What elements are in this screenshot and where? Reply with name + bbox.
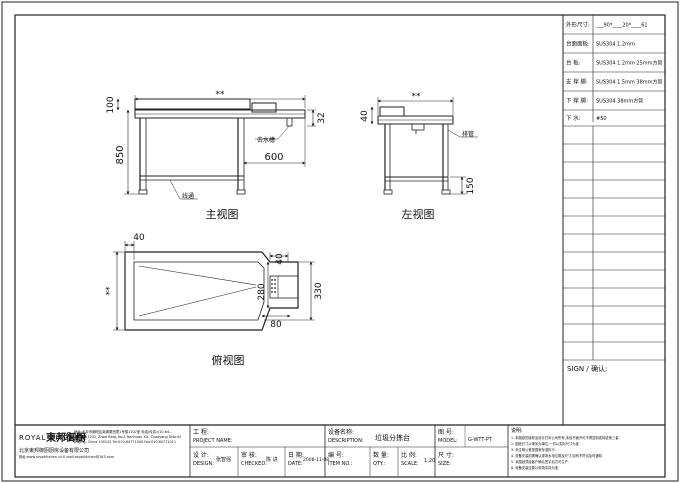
plan-dim-outlet-depth: 80 [270, 320, 282, 330]
drawing-no-label-cn: 图 号: [438, 429, 454, 436]
company-name-cn: 東邦御厨 [46, 431, 86, 444]
side-dim-backsplash: 40 [360, 110, 370, 122]
spec-label: 支 撑 脚: [566, 78, 588, 86]
plan-view-title: 俯视图 [212, 353, 245, 367]
spec-label: 下 撑 脚: [566, 97, 588, 105]
spec-label: 下 水: [566, 114, 581, 122]
spec-value: SUS304 38mm方管 [596, 98, 643, 105]
scale-label-cn: 比 例: [401, 451, 417, 459]
spec-value: ___90*____20*____61 [595, 23, 648, 29]
checked-label-cn: 审 核: [241, 451, 257, 459]
date-label-en: DATE: [288, 461, 303, 467]
spec-value: SUS304 1.5mm 38mm方管 [596, 79, 663, 86]
front-callout-frame: 线通 [182, 192, 194, 200]
description-label-en: DESCRIPTION: [328, 438, 364, 444]
spec-label: 外形尺寸: [566, 21, 590, 29]
plan-dim-outlet-height: 40 [275, 253, 285, 265]
checked-label-en: CHECKED: [241, 461, 267, 467]
size-label-en: SIZE: [438, 461, 451, 467]
project-label-en: PROJECT NAME: [193, 438, 233, 444]
contact-line: 地址:北京市朝阳区南湖渠西里1号楼1202室 电话/传真:010-64... [74, 429, 172, 434]
plan-dim-backsplash: 40 [133, 233, 145, 243]
front-callout-drain: 去水槽 [257, 136, 275, 144]
qty-label-cn: 数 量: [373, 451, 389, 459]
spec-label: 台面面板: [566, 40, 590, 48]
date-label-cn: 日 期: [288, 451, 304, 459]
front-view: ** 100 850 32 600 去水槽 线通 主视图 [106, 90, 327, 221]
front-dim-drain-offset: 600 [264, 152, 283, 163]
side-view: ** 40 150 排管 左视图 [360, 92, 478, 221]
contact-line: Beijing, China 100102 Tel:010-64771000 F… [74, 440, 176, 444]
side-view-title: 左视图 [402, 207, 435, 221]
item-label-en: ITEM NO.: [328, 461, 353, 467]
note-line: 1. 本图纸的版权及设计归本公司所有,未经书面许可不得复制或转给第三者. [511, 435, 620, 440]
note-line: 5. 本图纸须经客户确认签字后方可生产. [511, 459, 569, 464]
front-dim-length: ** [216, 90, 226, 100]
size-label-cn: 尺 寸: [438, 451, 454, 459]
side-dim-shelf: 150 [466, 177, 476, 194]
front-dim-top-thickness: 32 [317, 112, 327, 123]
front-view-title: 主视图 [206, 207, 239, 221]
spec-text-rows: 外形尺寸: ___90*____20*____61 台面面板: SUS304 1.2m… [566, 21, 663, 123]
qty-label-en: QTY.: [373, 461, 386, 467]
note-line: 3. 未注明公差按国家标准执行. [511, 447, 556, 452]
date-value: 2008-11-08 [303, 457, 329, 463]
title-block: ROYAL KITCHEN 東邦御厨 北京東邦御厨厨房设备有限公司 地址:北京市… [15, 424, 665, 477]
inner-frame [14, 14, 666, 478]
scale-value: 1:20 [424, 458, 435, 464]
description-label-cn: 设备名称: [328, 428, 354, 436]
spec-value: SUS304 1.2mm [596, 42, 635, 48]
company-name-en: ROYAL KITCHEN [19, 434, 87, 442]
design-label-en: DESIGN: [193, 461, 214, 467]
plan-dim-outlet-total: 330 [314, 282, 324, 299]
project-label-cn: 工 程: [193, 428, 209, 436]
note-line: 6. 设备安装位置以现场实际为准. [511, 465, 559, 470]
designer-name: 张智强 [216, 456, 231, 463]
company-full-name: 北京東邦御厨厨房设备有限公司 [19, 447, 89, 454]
notes-title: 说明: [511, 427, 523, 434]
plan-dim-length: ** [105, 286, 115, 296]
plan-dim-outlet-width: 280 [257, 283, 267, 300]
design-label-cn: 设 计: [193, 451, 209, 459]
description-value: 垃圾分拣台 [375, 433, 410, 442]
spec-label: 台 板: [566, 59, 581, 67]
sign-label: SIGN / 确认: [567, 364, 607, 373]
note-line: 4. 设备安装前需确认现场水电位置及尺寸,如有不符请及时通知. [511, 453, 603, 458]
spec-value: SUS304 1.2mm 25mm方管 [596, 60, 663, 67]
spec-value: #50 [596, 116, 607, 122]
checker-name: 陈 进 [266, 456, 278, 463]
front-dim-height: 850 [115, 145, 126, 164]
scale-label-en: SCALE: [401, 461, 419, 467]
spec-grid-lines [563, 14, 665, 361]
item-label-cn: 编 号: [328, 451, 344, 459]
spec-table: 外形尺寸: ___90*____20*____61 台面面板: SUS304 1.2m… [562, 14, 665, 425]
drawing-no-label-en: MODEL: [438, 438, 458, 444]
note-line: 2. 图纸尺寸以毫米为单位,一切以实际尺寸为准. [511, 441, 580, 446]
contact-line: Add:Rm1202, Ziwei Bldg, No.1 Nanhuqu Xil… [74, 435, 182, 439]
drawing-no-value: G-WTT-PT [468, 437, 493, 443]
side-dim-depth: ** [412, 92, 422, 102]
side-callout-pipe: 排管 [462, 130, 474, 138]
plan-view: 40 ** 280 40 330 80 俯视图 [105, 233, 324, 367]
contact-line: 网址:www.royalkitchen.cn E-mail:royalkitch… [19, 454, 115, 459]
front-dim-backsplash: 100 [106, 96, 116, 113]
